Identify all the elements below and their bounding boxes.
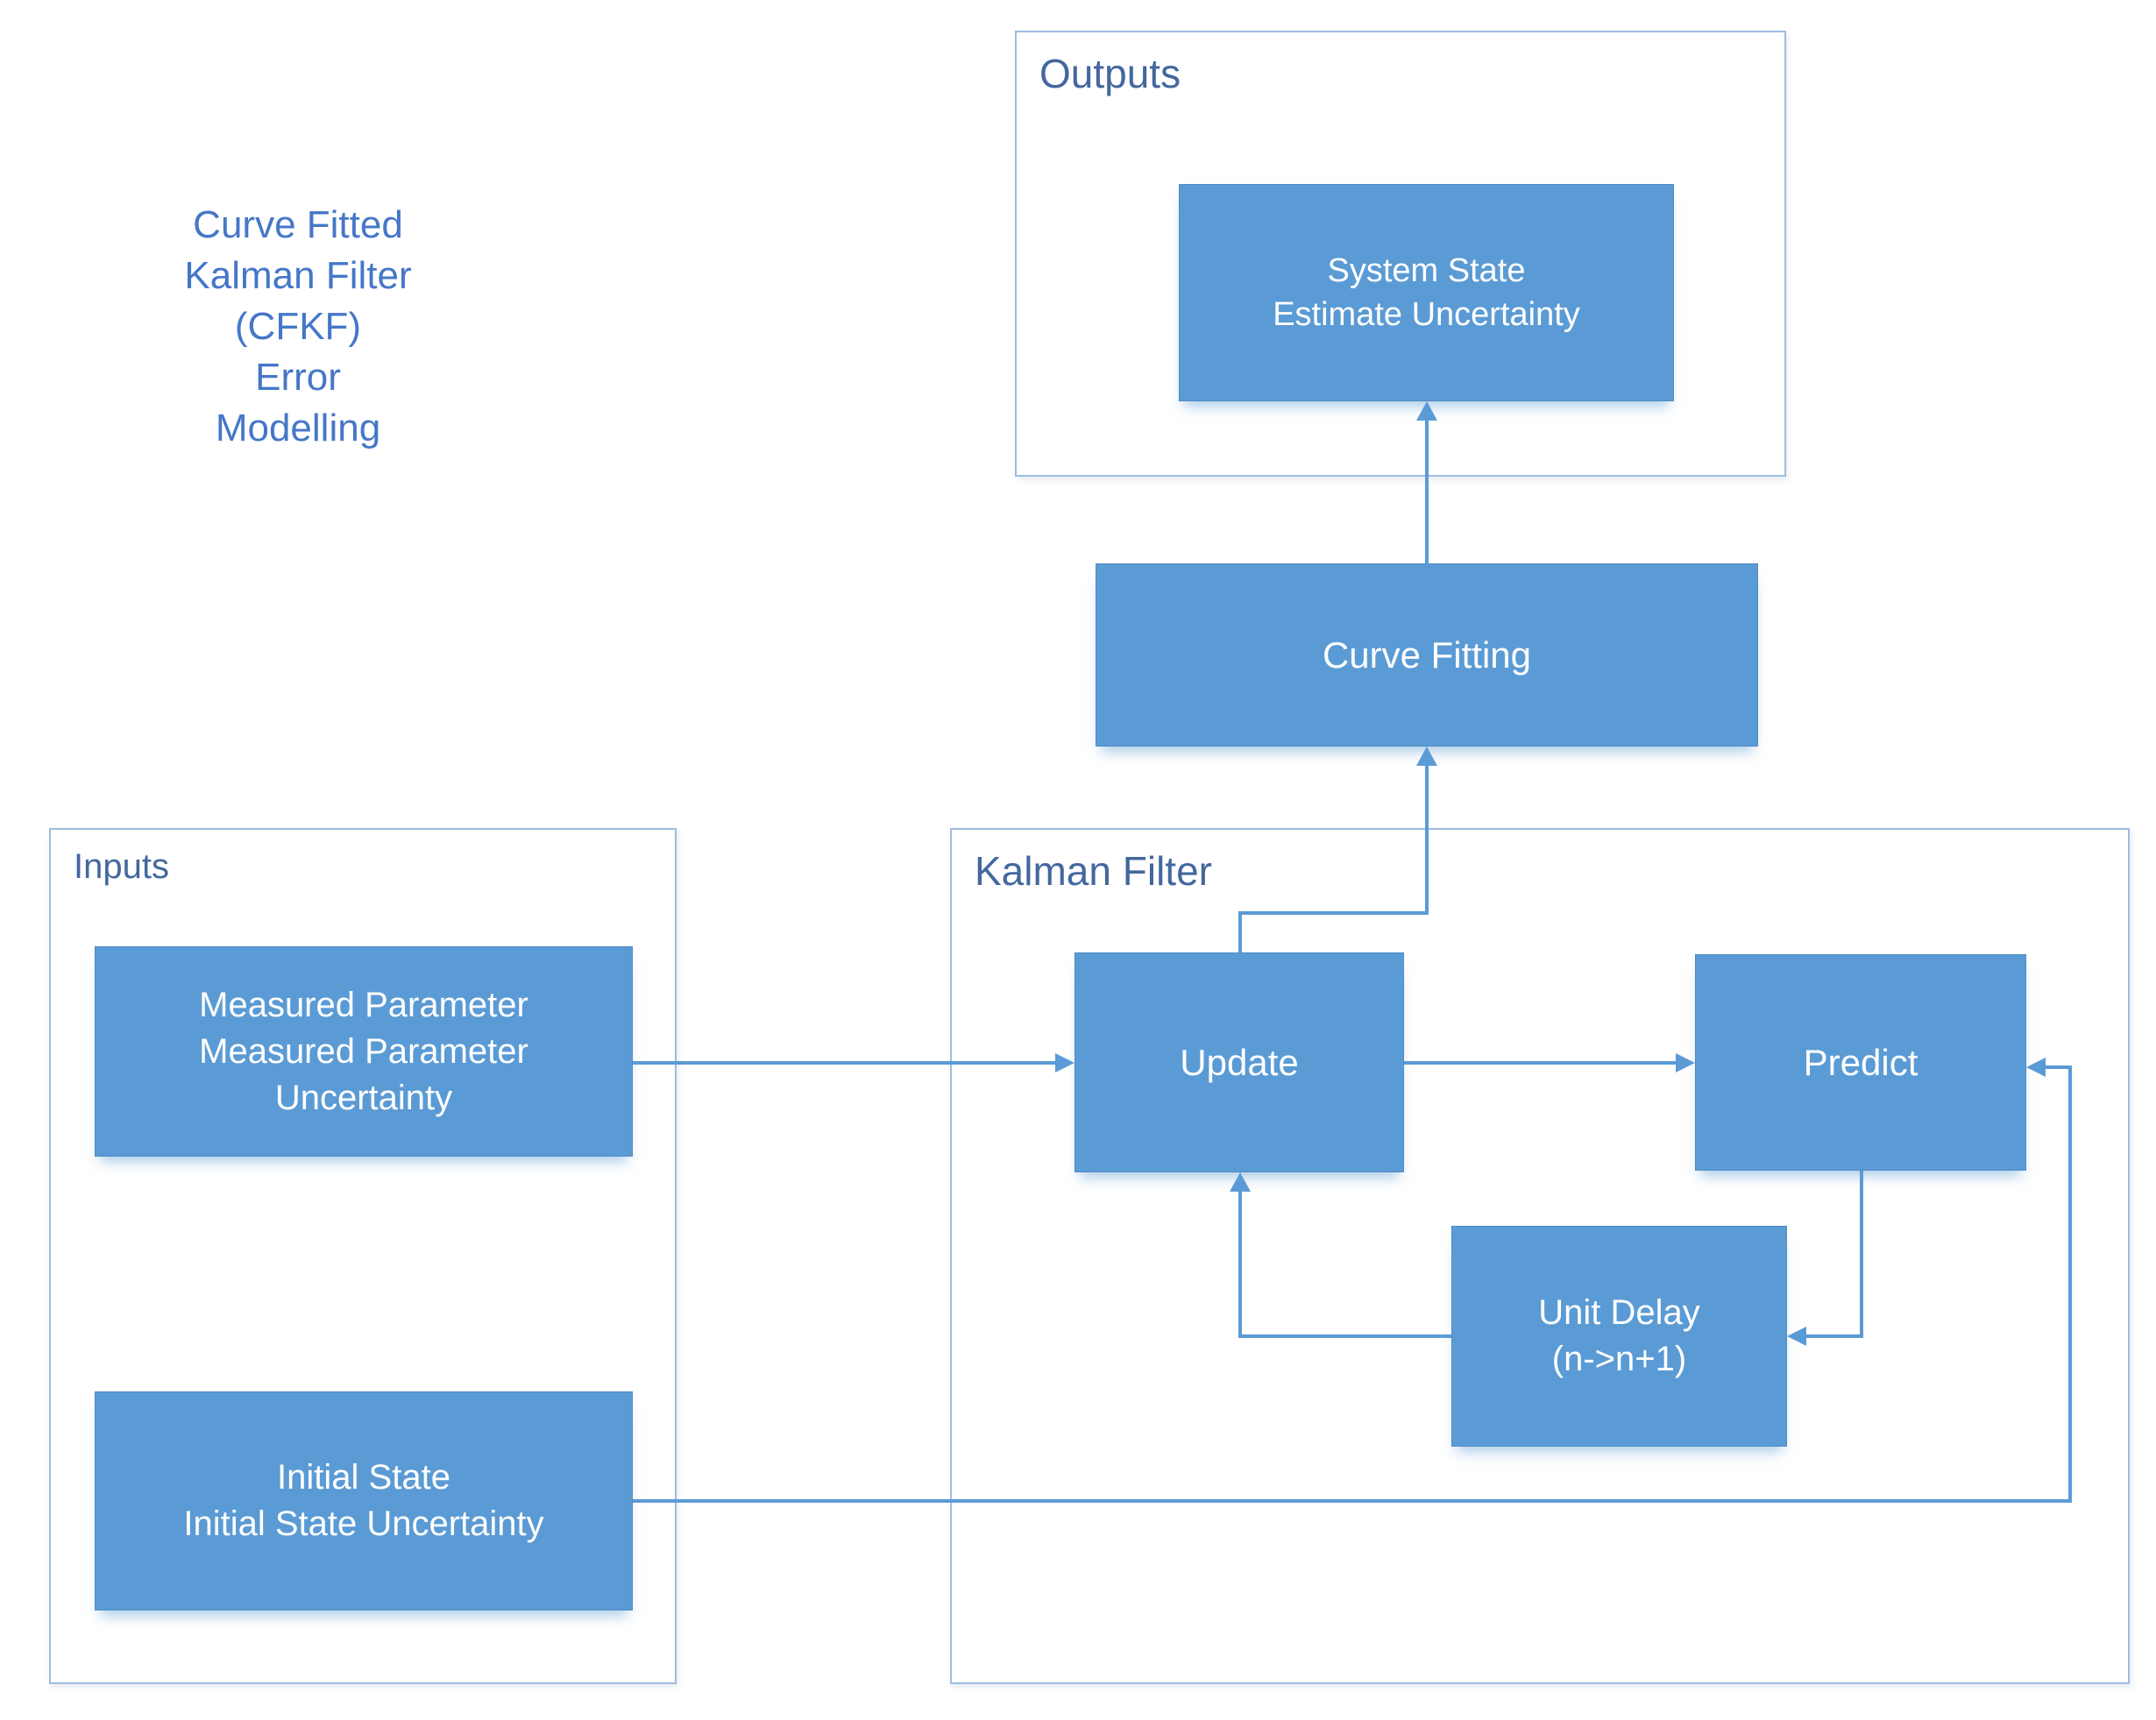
title-line: Error xyxy=(255,356,341,399)
title-line: Kalman Filter xyxy=(184,254,412,297)
edge-unitdelay-to-update-horizontal xyxy=(1238,1334,1451,1338)
measured-parameter-line: Uncertainty xyxy=(274,1078,453,1117)
edge-unitdelay-to-update-vertical xyxy=(1238,1190,1242,1338)
title-line: (CFKF) xyxy=(234,305,362,348)
kalman-filter-group: Kalman Filter xyxy=(950,828,2130,1684)
initial-state-line: Initial State xyxy=(277,1458,450,1497)
measured-parameter-node: Measured Parameter Measured Parameter Un… xyxy=(95,946,633,1157)
update-node: Update xyxy=(1074,952,1404,1172)
initial-state-node: Initial State Initial State Uncertainty xyxy=(95,1391,633,1610)
edge-curvefitting-to-systemstate-vertical xyxy=(1425,419,1429,567)
predict-node: Predict xyxy=(1695,954,2026,1171)
predict-label: Predict xyxy=(1803,1042,1918,1083)
edge-predict-to-unitdelay-horizontal xyxy=(1805,1334,1863,1338)
title-line: Modelling xyxy=(215,407,381,449)
measured-parameter-line: Measured Parameter xyxy=(199,1031,528,1071)
edge-update-to-curvefitting-vertical xyxy=(1425,764,1429,915)
kalman-filter-group-label: Kalman Filter xyxy=(975,848,1212,894)
diagram-title: Curve Fitted Kalman Filter (CFKF) Error … xyxy=(131,200,465,454)
arrowhead-into-predict-right-icon xyxy=(2026,1058,2046,1077)
edge-measured-to-update-line xyxy=(633,1061,1055,1065)
edge-initialstate-to-predict-vertical xyxy=(2068,1065,2072,1503)
outputs-group-label: Outputs xyxy=(1039,51,1181,96)
inputs-group-label: Inputs xyxy=(74,847,169,886)
system-state-line: System State xyxy=(1327,252,1526,289)
arrowhead-into-update-left-icon xyxy=(1055,1053,1074,1072)
measured-parameter-line: Measured Parameter xyxy=(199,985,528,1024)
edge-predict-to-unitdelay-vertical xyxy=(1860,1171,1863,1336)
arrowhead-into-update-bottom-icon xyxy=(1230,1172,1251,1192)
edge-initialstate-to-predict-stub xyxy=(2046,1065,2070,1069)
system-state-node: System State Estimate Uncertainty xyxy=(1179,184,1674,401)
system-state-line: Estimate Uncertainty xyxy=(1273,296,1580,333)
unit-delay-line: (n->n+1) xyxy=(1551,1340,1687,1378)
title-line: Curve Fitted xyxy=(193,203,403,246)
unit-delay-line: Unit Delay xyxy=(1538,1293,1700,1332)
unit-delay-node: Unit Delay (n->n+1) xyxy=(1451,1226,1787,1447)
curve-fitting-label: Curve Fitting xyxy=(1322,634,1532,676)
curve-fitting-node: Curve Fitting xyxy=(1096,563,1758,747)
edge-update-to-curvefitting-horizontal xyxy=(1238,911,1429,915)
arrowhead-into-predict-left-icon xyxy=(1676,1053,1695,1072)
outputs-group: Outputs xyxy=(1015,31,1786,477)
edge-update-to-curvefitting-stub xyxy=(1238,911,1242,956)
update-label: Update xyxy=(1180,1042,1299,1083)
arrowhead-into-unitdelay-right-icon xyxy=(1787,1327,1806,1346)
inputs-group: Inputs xyxy=(49,828,677,1684)
arrowhead-into-systemstate-bottom-icon xyxy=(1416,401,1437,421)
edge-update-to-predict-line xyxy=(1404,1061,1676,1065)
initial-state-line: Initial State Uncertainty xyxy=(183,1504,544,1543)
edge-initialstate-to-predict-horizontal xyxy=(633,1499,2072,1503)
arrowhead-into-curvefitting-bottom-icon xyxy=(1416,747,1437,766)
